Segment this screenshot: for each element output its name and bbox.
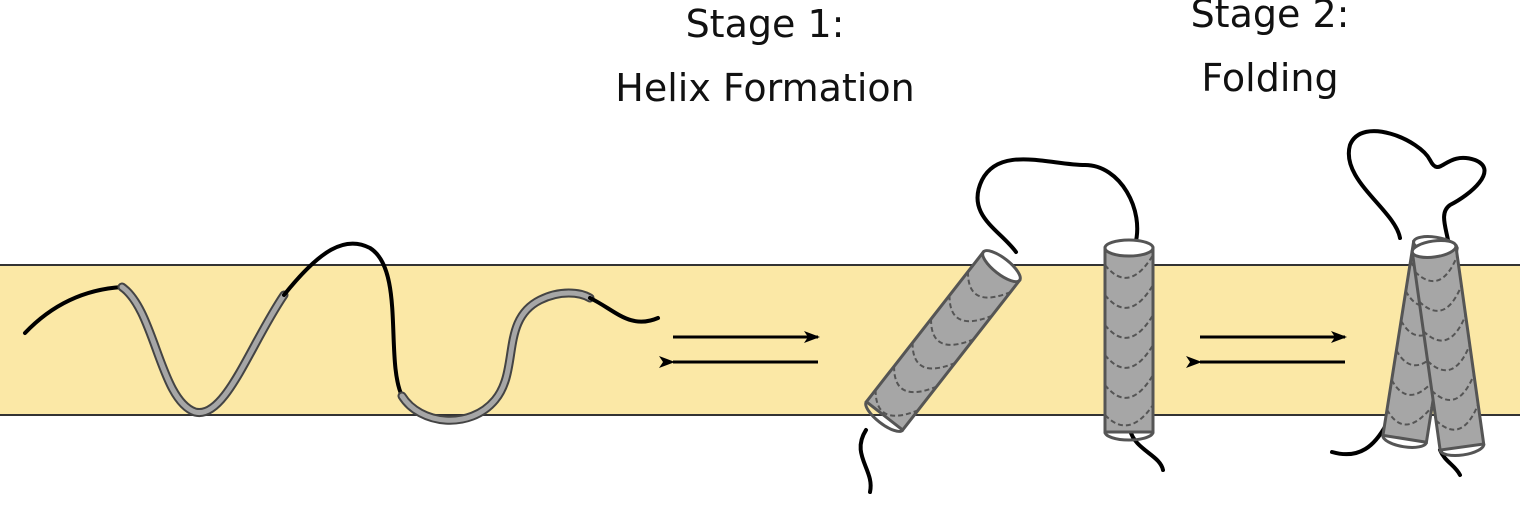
- stage2-folded-pair: [1330, 129, 1487, 477]
- helix-segment-unfolded: [117, 282, 289, 417]
- stage1-title: Stage 1:: [685, 2, 845, 46]
- stage2-title: Stage 2:: [1190, 0, 1350, 36]
- stage1-subtitle: Helix Formation: [615, 66, 915, 110]
- chain-loop: [23, 285, 124, 335]
- helix-cylinder-upright: [1103, 238, 1155, 442]
- chain-loop: [282, 241, 404, 398]
- stage2-subtitle: Folding: [1201, 56, 1339, 100]
- unfolded-chain: [23, 241, 660, 425]
- helix-cylinder-folded-front: [1410, 238, 1486, 458]
- equilibrium-arrows-stage2: [1186, 331, 1347, 368]
- equilibrium-arrows-stage1: [659, 331, 820, 368]
- chain-loop: [588, 296, 660, 324]
- stage1-helices: [858, 157, 1165, 494]
- chain-tail: [1330, 423, 1388, 457]
- stage1-label: Stage 1: Helix Formation: [575, 0, 955, 112]
- chain-tail: [1128, 428, 1165, 472]
- chain-loop: [1346, 129, 1487, 242]
- stage2-label: Stage 2: Folding: [1150, 0, 1390, 102]
- chain-loop: [975, 157, 1140, 254]
- helix-cylinder-tilted: [864, 249, 1022, 433]
- chain-tail: [858, 428, 873, 494]
